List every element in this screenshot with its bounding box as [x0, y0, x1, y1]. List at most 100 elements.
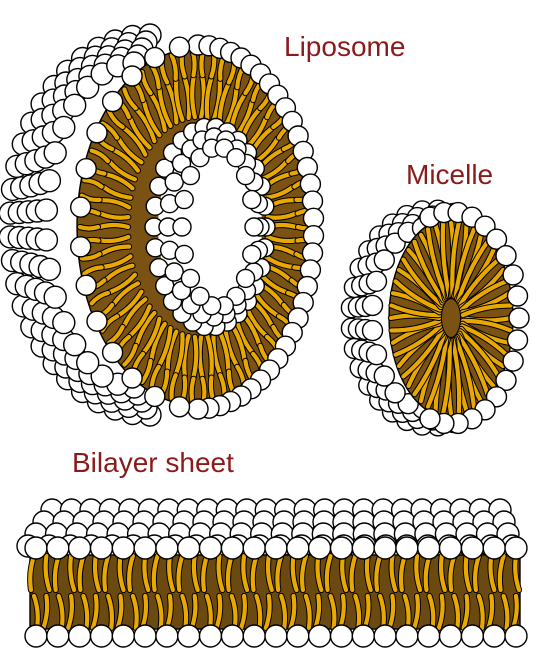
lipid-head [46, 536, 70, 560]
lipid-head [373, 536, 397, 560]
lipid-tail [122, 343, 138, 367]
lipid-tail [460, 303, 513, 318]
lipid-head [220, 624, 245, 648]
lipid-tail [82, 265, 104, 276]
lipid-head [144, 46, 166, 69]
lipid-head [506, 285, 529, 307]
lipid-head [62, 333, 87, 357]
lipid-tail [241, 553, 250, 593]
lipid-head [75, 274, 97, 296]
lipid-tail [412, 239, 446, 303]
lipid-tail [263, 254, 295, 269]
lipid-head [155, 536, 179, 560]
lipid-head [174, 244, 194, 265]
lipid-tail [89, 290, 110, 306]
lipid-tail [107, 109, 125, 130]
lipid-head [395, 624, 419, 648]
lipid-tail [450, 337, 462, 416]
lipid-head [264, 624, 288, 648]
lipid-head [244, 217, 264, 237]
lipid-tail [497, 553, 506, 593]
lipid-tail [157, 326, 173, 367]
lipid-tail [169, 53, 178, 81]
lipid-tail [279, 593, 288, 631]
lipid-head [144, 385, 166, 408]
lipid-head [235, 165, 256, 186]
lipid-tail [111, 281, 140, 306]
lipid-head [307, 536, 332, 560]
lipid-tail [254, 593, 263, 631]
lipid-tail [100, 121, 120, 140]
lipid-tail [77, 224, 101, 231]
lipid-head [86, 122, 108, 144]
lipid-head [504, 536, 528, 560]
lipid-tail [205, 333, 214, 378]
lipid-head [62, 93, 87, 118]
lipid-tail [157, 87, 173, 128]
lipid-tail [461, 593, 470, 631]
lipid-head [482, 536, 506, 560]
lipid-head [111, 536, 136, 560]
bilayer-sheet-label: Bilayer sheet [72, 447, 234, 478]
liposome-outer-heads [0, 23, 162, 427]
lipid-tail [414, 553, 423, 593]
lipid-tail [265, 553, 274, 593]
lipid-tail [374, 553, 383, 593]
lipid-head [174, 189, 194, 210]
lipid-tail [211, 78, 222, 122]
lipid-tail [97, 222, 131, 230]
lipid-tail [191, 553, 200, 593]
lipid-tail [182, 76, 192, 121]
lipid-head [176, 624, 201, 648]
lipid-tail [43, 553, 52, 593]
lipid-head [286, 536, 310, 560]
lipid-tail [199, 75, 206, 120]
lipid-tail [458, 329, 501, 379]
lipid-tail [473, 553, 481, 593]
lipid-head [67, 536, 92, 560]
lipid-head [86, 310, 108, 332]
lipid-head [365, 344, 388, 366]
lipid-tail [128, 116, 152, 150]
lipid-head [502, 350, 524, 372]
lipid-tail [389, 553, 398, 593]
lipid-tail [128, 304, 152, 338]
lipid-head [419, 408, 441, 430]
lipid-tail [453, 227, 477, 300]
lipid-tail [102, 553, 111, 593]
lipid-tail [216, 553, 225, 593]
lipid-tail [456, 239, 490, 303]
lipid-head [460, 536, 485, 560]
lipid-tail [211, 332, 222, 376]
lipid-head [43, 285, 67, 309]
lipid-head [495, 369, 517, 391]
lipid-tail [501, 593, 510, 631]
lipid-tail [328, 593, 337, 631]
lipid-tail [174, 332, 185, 376]
lipid-tail [92, 553, 101, 593]
lipid-head [286, 624, 310, 648]
lipid-head [351, 624, 375, 648]
lipid-tail [204, 76, 214, 121]
lipid-tail [130, 593, 139, 631]
lipid-head [43, 141, 67, 165]
lipid-tail [149, 321, 167, 362]
lipid-head [75, 157, 97, 180]
lipid-head [329, 536, 354, 560]
lipid-tail [140, 358, 153, 385]
lipid-tail [197, 334, 205, 379]
lipid-head [69, 236, 92, 258]
lipid-tail [476, 593, 485, 631]
lipid-head [242, 244, 262, 265]
lipid-tail [387, 593, 396, 631]
lipid-head [52, 115, 76, 140]
lipid-tail [66, 593, 74, 631]
lipid-tail [122, 126, 148, 157]
lipid-head [67, 624, 92, 648]
lipid-head [502, 264, 524, 286]
lipid-tail [441, 337, 452, 416]
lipid-head [417, 624, 441, 648]
lipid-tail [111, 148, 140, 173]
lipid-tail [265, 211, 298, 220]
lipid-head [75, 351, 100, 375]
